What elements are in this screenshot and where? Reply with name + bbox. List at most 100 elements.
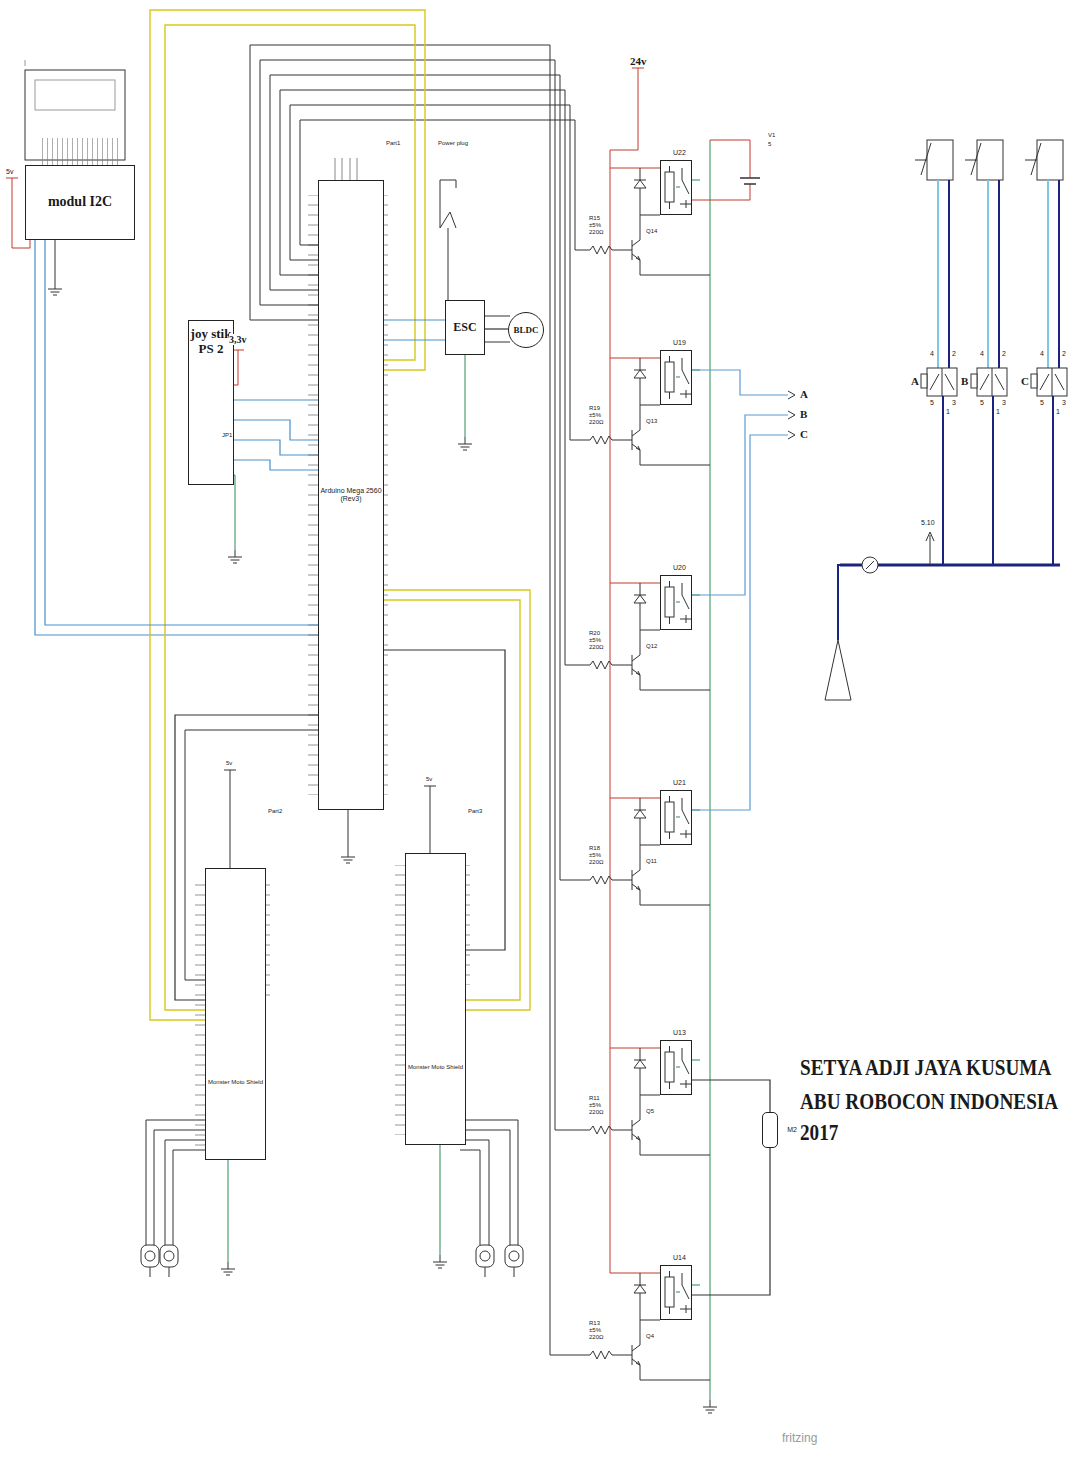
relay-driver (582, 1271, 710, 1380)
ground-symbol (341, 850, 355, 863)
air-line (838, 565, 840, 640)
relay-box: U22 (660, 160, 692, 215)
regulator-symbol (862, 557, 878, 573)
regulator-symbol (866, 561, 874, 569)
motor-wire (146, 1120, 205, 1245)
cylinder-rod (915, 143, 1041, 175)
schematic-label: 5v (426, 776, 432, 783)
supply-rail (610, 68, 644, 1273)
schematic-label: Q13 (646, 418, 657, 425)
relay-box: U20 (660, 575, 692, 630)
schematic-label: 1 (996, 408, 1000, 416)
part-label: U21 (673, 779, 686, 787)
schematic-label: 5.10 (921, 519, 935, 527)
terminal-symbol (788, 391, 795, 439)
schematic-label: R19 (589, 405, 600, 412)
ground-wire (228, 1160, 229, 1262)
schematic-label: R18 (589, 845, 600, 852)
battery-symbol (740, 178, 760, 184)
schematic-label: fritzing (782, 1432, 817, 1445)
schematic-label: 220Ω (589, 1109, 604, 1116)
schematic-label: B (800, 408, 807, 420)
schematic-label: ±5% (589, 852, 601, 859)
ground-wire (465, 355, 466, 437)
relay-driver (582, 166, 710, 275)
lcd-pins (40, 138, 118, 165)
arduino-pins (308, 195, 318, 795)
schematic-label: 5 (768, 141, 771, 148)
dc-motor (505, 1245, 523, 1267)
schematic-label: R13 (589, 1320, 600, 1327)
power-wire (224, 770, 236, 868)
author-credit: ABU ROBOCON INDONESIA 2017 (800, 1086, 1068, 1148)
wire-connector (384, 319, 445, 320)
schematic-label: 2 (1002, 350, 1006, 358)
schematic-label: 1 (946, 408, 950, 416)
esc-signal-wire (378, 339, 445, 340)
lcd-screen (35, 80, 115, 110)
shield-pins (395, 865, 405, 1135)
part-label: U14 (673, 1254, 686, 1262)
part-label: U19 (673, 339, 686, 347)
node-text: ESC (453, 321, 476, 335)
dc-motor (480, 1251, 490, 1261)
ground-symbol (458, 437, 472, 450)
relay-driver (582, 581, 710, 690)
pwm-wire (150, 10, 425, 1020)
node-text: modul I2C (48, 194, 112, 210)
driver-wires (250, 45, 582, 1355)
relay-driver (582, 356, 710, 465)
pneumatic-circuit (825, 140, 1067, 700)
schematic-label: 3 (1062, 399, 1066, 407)
wire-connector (692, 1148, 770, 1295)
schematic-label: A (800, 388, 808, 400)
schematic-label: Power plug (438, 140, 468, 147)
relay-box: U13 (660, 1040, 692, 1095)
schematic-label: Q12 (646, 643, 657, 650)
air-line (938, 180, 1048, 368)
schematic-label: ±5% (589, 637, 601, 644)
schematic-label: Part2 (268, 808, 282, 815)
schematic-label: 4 (930, 350, 934, 358)
schematic-label: Q5 (646, 1108, 654, 1115)
i2c-wire (35, 240, 318, 635)
valve-actuator (1031, 374, 1037, 388)
dc-motors (141, 1245, 523, 1267)
node-text: Monster Moto Shield (208, 1079, 263, 1086)
battery-wire (692, 140, 750, 200)
schematic-label: Part1 (386, 140, 400, 147)
schematic-label: 3 (1002, 399, 1006, 407)
motor-shield: Monster Moto Shield (405, 853, 466, 1145)
wire-connector (692, 1080, 770, 1112)
schematic-label: 5v (6, 168, 13, 176)
schematic-label: JP1 (222, 432, 232, 439)
ground-wire (348, 810, 349, 850)
air-line (949, 180, 1059, 368)
relay-box: U19 (660, 350, 692, 405)
schematic-label: 1 (1056, 408, 1060, 416)
schematic-label: ±5% (589, 222, 601, 229)
ground-wire (55, 240, 56, 282)
node-text: Monster Moto Shield (408, 1064, 463, 1071)
ground-symbol (228, 550, 242, 563)
ground-symbol (221, 1262, 235, 1275)
power-wire (424, 786, 436, 853)
dc-motor (160, 1245, 178, 1267)
ground-symbol (433, 1255, 447, 1268)
dc-motor: M2 (762, 1112, 778, 1148)
signal-wire (250, 45, 582, 1355)
schematic-label: 220Ω (589, 859, 604, 866)
air-line (943, 396, 1053, 565)
bldc-motor: BLDC (508, 312, 544, 348)
schematic-label: 5 (1040, 399, 1044, 407)
motor-wire (460, 1120, 518, 1245)
schematic-label: V1 (768, 132, 775, 139)
ground-symbol (48, 282, 62, 295)
schematic-label: 2 (1062, 350, 1066, 358)
dc-motor (145, 1251, 155, 1261)
schematic-label: 5v (226, 760, 232, 767)
